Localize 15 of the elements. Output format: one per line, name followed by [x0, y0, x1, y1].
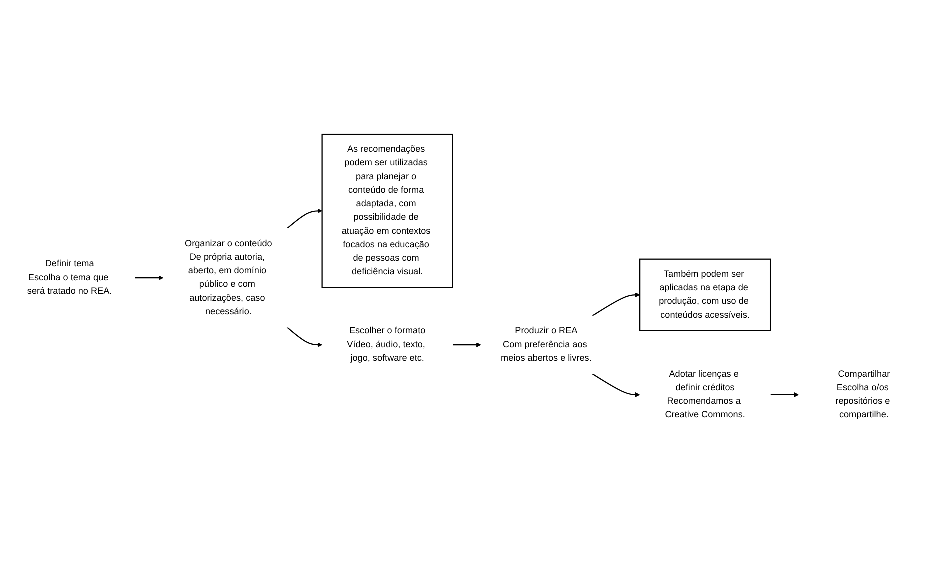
node-text: Adotar licenças e definir créditos Recomendamos a Creative Commons. [665, 369, 746, 420]
arrow [135, 275, 164, 280]
node-text: Definir tema Escolha o tema que será tratado no REA. [27, 259, 112, 296]
arrow [286, 208, 323, 230]
node-text: Organizar o conteúdo De própria autoria, aberto, em domínio público e com autorizações, caso necessário. [185, 238, 272, 317]
node-text: Produzir o REA Com preferência aos meios abertos e livres. [501, 326, 592, 364]
arrow [592, 292, 640, 316]
arrow [770, 392, 800, 398]
node-box: Também podem ser aplicadas na etapa de produção, com uso de conteúdos acessíveis. [640, 258, 772, 332]
arrow [452, 342, 482, 348]
node-text: Compartilhar Escolha o/os repositórios e compartilhe. [836, 369, 890, 420]
node-text: Escolher o formato Vídeo, áudio, texto, jogo, software etc. [347, 326, 426, 364]
node-box: As recomendações podem ser utilizadas para planejar o conteúdo de forma adaptada, com possibilidade de atuação em contextos focados na educação de pessoas com deficiência visual. [322, 134, 454, 288]
arrow [592, 373, 640, 398]
arrow [286, 326, 323, 348]
